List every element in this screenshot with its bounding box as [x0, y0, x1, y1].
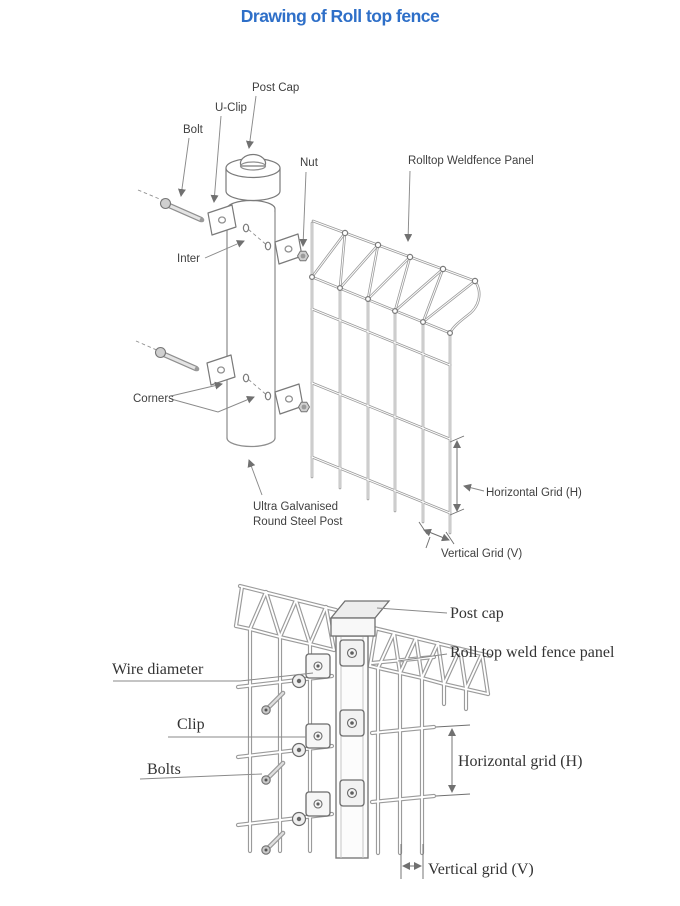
dimension-vertical-grid-top: [418, 521, 455, 549]
label-bolt: Bolt: [183, 124, 204, 136]
top-diagram: Post Cap U-Clip Bolt Nut Rolltop Weldfen…: [133, 82, 582, 560]
dimension-horizontal-grid-top: [449, 435, 465, 516]
post-clip-1: [339, 639, 365, 667]
panel-junctions: [309, 229, 479, 337]
u-clip-plate-lower-right: [274, 383, 304, 415]
leader-u-clip: [210, 115, 222, 203]
label-post-cap: Post Cap: [252, 82, 299, 94]
bolt-head-1: [291, 673, 307, 689]
leader-post-cap: [245, 95, 257, 149]
dimension-vertical-grid-bottom: [400, 844, 424, 879]
label-post-line2: Round Steel Post: [253, 516, 343, 528]
label-post-line1: Ultra Galvanised: [253, 501, 338, 513]
label-clip: Clip: [177, 716, 205, 733]
loose-bolt-2: [261, 760, 286, 785]
post-clip-3: [339, 779, 365, 807]
leader-round-post: [247, 459, 263, 496]
label-post-cap-bottom: Post cap: [450, 605, 504, 622]
nut-upper-drawing: [296, 250, 310, 262]
round-post-drawing: [226, 199, 276, 448]
label-panel: Rolltop Weldfence Panel: [408, 155, 534, 167]
loose-bolt-3: [261, 830, 286, 855]
square-post-drawing: [335, 635, 369, 859]
leader-panel: [404, 170, 413, 242]
bolt-upper-drawing: [137, 189, 205, 223]
panel-clip-1: [305, 653, 331, 679]
post-holes: [242, 223, 272, 401]
leader-bolts: [139, 773, 263, 780]
label-bolts: Bolts: [147, 761, 181, 778]
post-cap-drawing: [225, 153, 281, 202]
panel-clip-2: [305, 723, 331, 749]
leader-post-cap-bottom: [376, 607, 448, 614]
leader-panel-bottom: [397, 653, 448, 662]
bolt-lower-drawing: [135, 340, 200, 372]
dimension-horizontal-grid-bottom: [435, 724, 471, 797]
leader-bolt: [177, 137, 190, 197]
label-corners: Corners: [133, 393, 174, 405]
bottom-leader-lines: [113, 607, 448, 780]
leader-nut: [299, 171, 308, 247]
leader-corners-1: [170, 381, 223, 397]
bolt-head-3: [291, 811, 307, 827]
fence-panel-drawing: [309, 219, 481, 535]
label-horizontal-grid-top: Horizontal Grid (H): [486, 487, 582, 499]
page-title: Drawing of Roll top fence: [240, 6, 440, 26]
label-inter: Inter: [177, 253, 200, 265]
panel-clip-3: [305, 791, 331, 817]
nut-lower-drawing: [297, 401, 311, 413]
loose-bolt-1: [261, 690, 286, 715]
top-leader-lines: [170, 95, 485, 496]
leader-inter: [204, 240, 245, 259]
leader-wire-diameter: [113, 672, 314, 682]
bottom-diagram: Post cap Roll top weld fence panel Wire …: [112, 586, 615, 879]
post-cap-3d-drawing: [329, 600, 391, 637]
label-vertical-grid-bottom: Vertical grid (V): [428, 861, 534, 878]
post-clip-2: [339, 709, 365, 737]
label-u-clip: U-Clip: [215, 102, 247, 114]
bolt-head-2: [291, 742, 307, 758]
label-vertical-grid-top: Vertical Grid (V): [441, 548, 522, 560]
label-nut: Nut: [300, 157, 319, 169]
label-wire-diameter: Wire diameter: [112, 661, 204, 678]
u-clip-plate-lower-left: [206, 354, 236, 386]
u-clip-plate-upper-right: [274, 233, 303, 265]
u-clip-plate-upper-left: [207, 204, 237, 236]
label-panel-bottom: Roll top weld fence panel: [450, 644, 615, 661]
leader-horizontal-grid: [463, 483, 485, 492]
label-horizontal-grid-bottom: Horizontal grid (H): [458, 753, 582, 770]
leader-corners-2: [170, 396, 255, 413]
